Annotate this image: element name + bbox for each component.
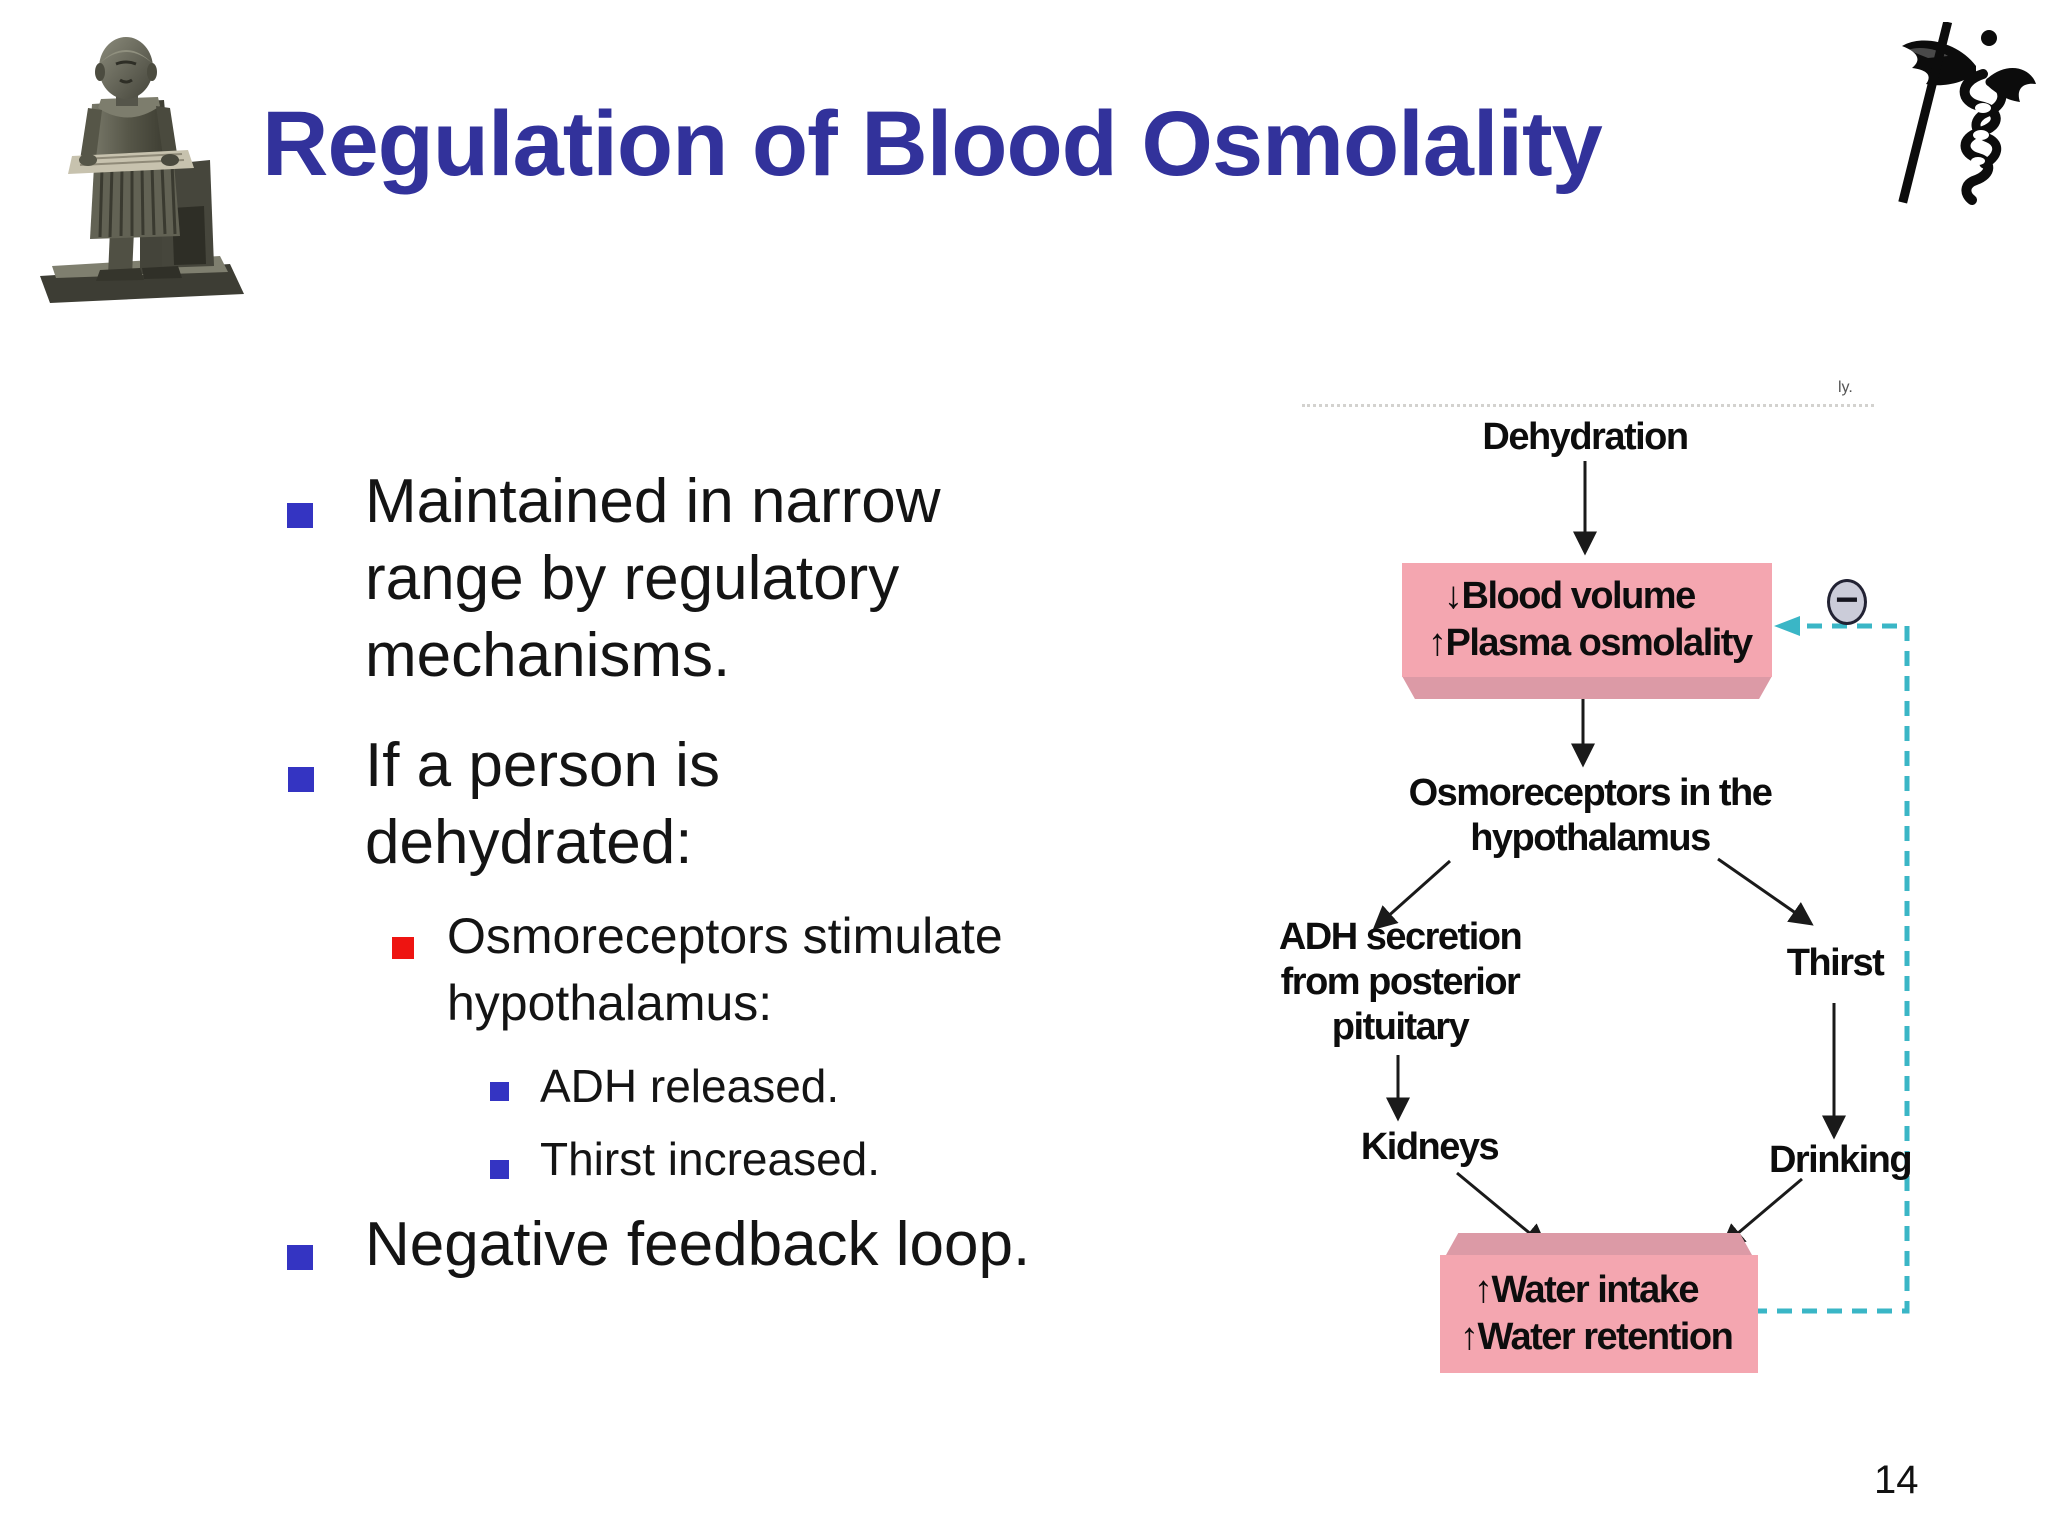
page-number: 14	[1874, 1458, 1919, 1502]
page-title: Regulation of Blood Osmolality	[262, 93, 1603, 195]
negative-feedback-dashed-line	[1756, 623, 1910, 1314]
sub-sub-bullet-square-icon	[490, 1160, 509, 1179]
bullet-square-icon	[287, 1245, 313, 1270]
bullet-square-icon	[288, 767, 314, 792]
waterintake-box-shadow	[1446, 1233, 1752, 1255]
caduceus-icon	[1898, 22, 2036, 205]
bullet-item-maintained: Maintained in narrow range by regulatory…	[365, 467, 941, 690]
node-drinking: Drinking	[1768, 1139, 1913, 1181]
node-dehydration: Dehydration	[1482, 416, 1689, 458]
node-bloodvolume-box: ↓Blood volume ↑Plasma osmolality	[1402, 563, 1772, 677]
sub-sub-bullet-thirst: Thirst increased.	[540, 1133, 881, 1185]
figure-crop-edge	[1302, 404, 1874, 407]
node-kidneys: Kidneys	[1360, 1126, 1500, 1168]
arrow-osmoreceptors-to-thirst	[1717, 857, 1814, 926]
sub-sub-bullet-adh: ADH released.	[540, 1060, 840, 1112]
bullet-item-negative-feedback: Negative feedback loop.	[365, 1210, 1031, 1279]
water-retention-text: ↑Water retention	[1460, 1316, 1734, 1358]
bloodvolume-box-shadow	[1402, 676, 1772, 699]
node-osmoreceptors: Osmoreceptors in the hypothalamus	[1408, 772, 1773, 859]
figure-crop-text: ly.	[1838, 379, 1853, 396]
plasma-osmolality-text: ↑Plasma osmolality	[1428, 622, 1753, 664]
node-thirst: Thirst	[1786, 942, 1885, 984]
sub-sub-bullet-square-icon	[490, 1082, 509, 1101]
feedback-arrowhead	[1774, 616, 1800, 636]
bullet-item-if-dehydrated: If a person is dehydrated:	[365, 731, 720, 877]
sub-bullet-osmoreceptors: Osmoreceptors stimulate hypothalamus:	[447, 908, 1003, 1031]
node-waterintake-box: ↑Water intake ↑Water retention	[1440, 1255, 1758, 1373]
osmolality-feedback-diagram: ly. Dehydration	[1250, 379, 1950, 1473]
bloodvolume-text: ↓Blood volume	[1444, 575, 1696, 617]
node-adh-secretion: ADH secretion from posterior pituitary	[1278, 916, 1523, 1048]
negative-feedback-minus-icon: −	[1827, 579, 1867, 625]
sub-bullet-square-icon	[392, 937, 414, 959]
water-intake-text: ↑Water intake	[1474, 1269, 1700, 1311]
imhotep-statue-image	[40, 37, 244, 303]
bullet-square-icon	[287, 503, 313, 528]
arrow-osmoreceptors-to-adh	[1372, 859, 1451, 930]
